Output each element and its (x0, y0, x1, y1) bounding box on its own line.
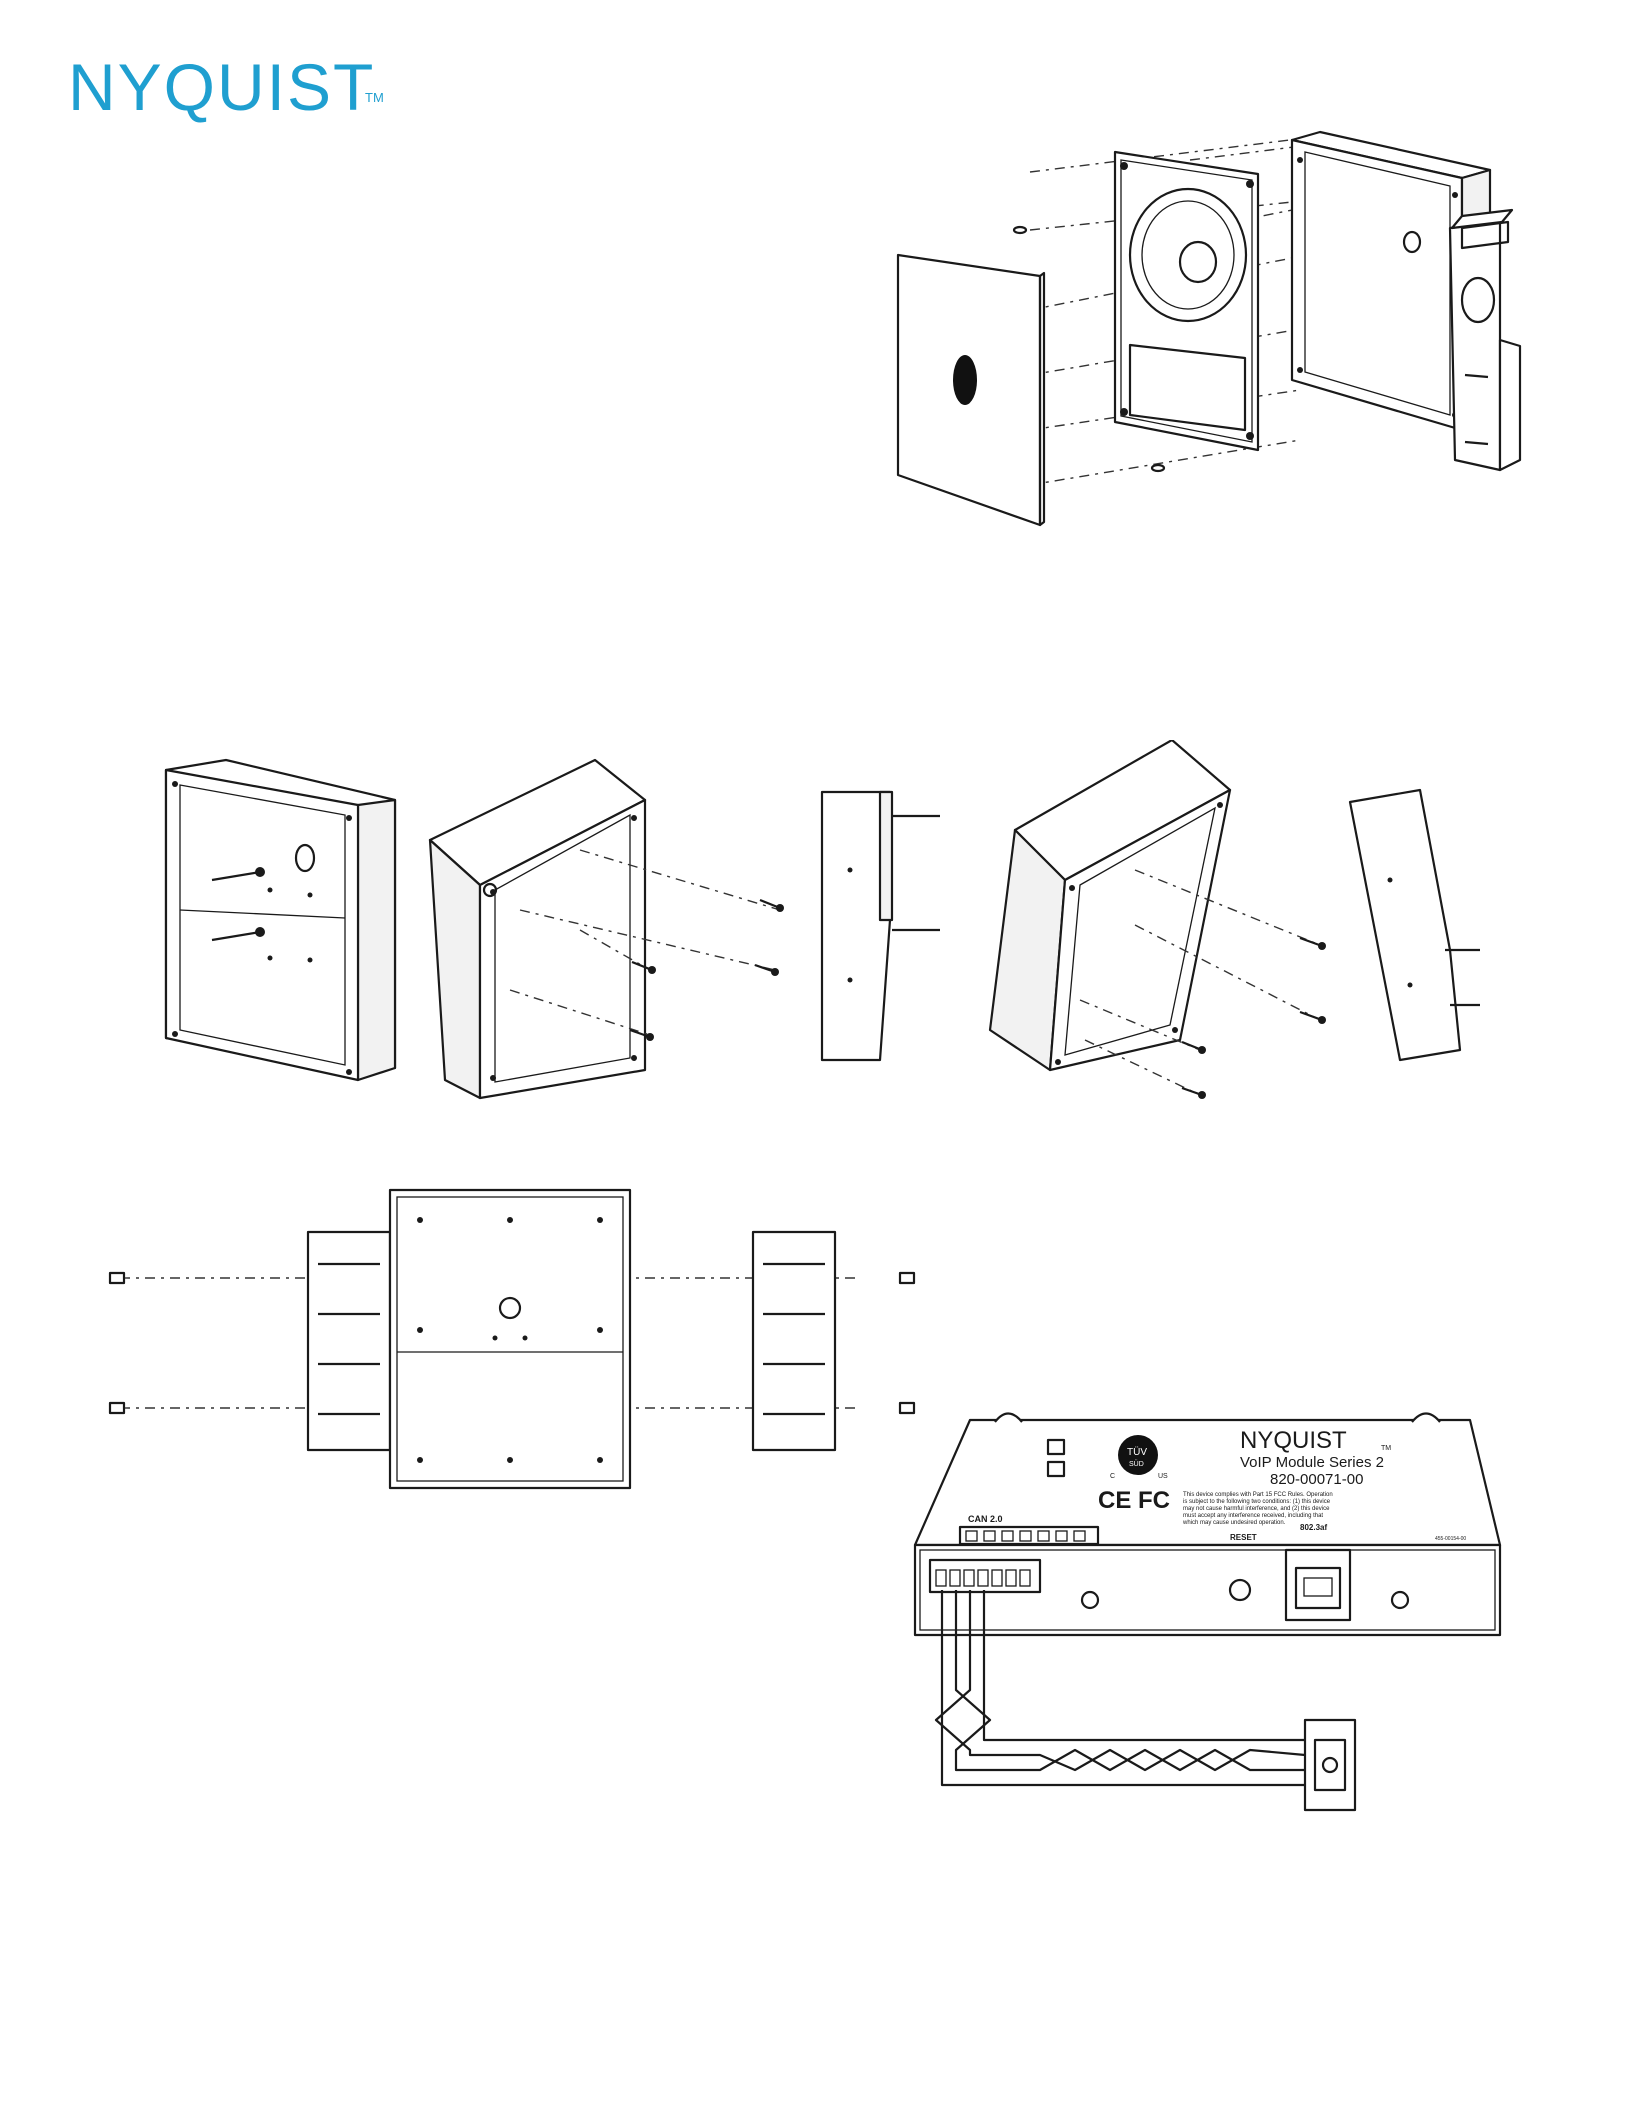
back-box-reverse-view (988, 740, 1326, 1099)
mounting-options-diagram (164, 740, 1480, 1100)
sun-shield-angled-side-view (1348, 788, 1480, 1062)
ethernet-port (1284, 1548, 1352, 1622)
fcc-notice-line-1: This device complies with Part 15 FCC Ru… (1183, 1492, 1333, 1498)
svg-text:TÜV: TÜV (1127, 1446, 1147, 1458)
svg-text:SÜD: SÜD (1129, 1460, 1144, 1468)
poe-label: 802.3af (1300, 1523, 1327, 1532)
screw (108, 1271, 916, 1415)
module-brand: NYQUIST (1240, 1427, 1347, 1454)
svg-text:C: C (1110, 1473, 1115, 1480)
reset-label: RESET (1230, 1533, 1257, 1542)
fcc-notice-line-3: may not cause harmful interference, and … (1183, 1506, 1330, 1512)
back-box-angled-view (428, 758, 784, 1100)
exploded-assembly-diagram (896, 130, 1522, 527)
faceplate (896, 253, 1046, 527)
speaker-baffle (1113, 150, 1260, 452)
module-brand-tm: TM (1381, 1445, 1391, 1452)
module-part-number: 820-00071-00 (1270, 1471, 1363, 1488)
logo-wordmark: NYQUIST (68, 50, 376, 124)
screw (629, 898, 784, 1041)
nyquist-logo: NYQUIST TM (68, 42, 388, 132)
right-bracket (751, 1230, 837, 1452)
screw (1181, 936, 1326, 1099)
sun-shield-side-view (820, 790, 940, 1062)
can-label: CAN 2.0 (968, 1514, 1003, 1524)
back-plate (388, 1188, 632, 1490)
module-small-code: 455-00154-00 (1435, 1536, 1466, 1542)
fcc-notice-line-2: is subject to the following two conditio… (1183, 1499, 1331, 1505)
sun-shield (1448, 208, 1522, 472)
module-product-name: VoIP Module Series 2 (1240, 1454, 1384, 1471)
voip-module: NYQUIST TM VoIP Module Series 2 820-0007… (913, 1412, 1502, 1637)
logo-trademark: TM (365, 90, 384, 105)
mounting-plate-diagram (108, 1188, 916, 1490)
left-bracket (306, 1230, 392, 1452)
screw (211, 867, 265, 942)
ce-fcc-mark: CE FC (1098, 1487, 1170, 1514)
fcc-notice-line-4: must accept any interference received, i… (1183, 1513, 1323, 1519)
voip-module-wiring-diagram: NYQUIST TM VoIP Module Series 2 820-0007… (913, 1412, 1502, 1812)
svg-text:US: US (1158, 1473, 1168, 1480)
call-switch (1303, 1718, 1357, 1812)
screw (1012, 225, 1166, 473)
twisted-pair-wiring (934, 1590, 1306, 1787)
back-box-front-view (164, 758, 397, 1082)
fcc-notice-line-5: which may cause undesired operation. (1182, 1520, 1286, 1526)
tuv-certification-badge: TÜV SÜD C US (1110, 1435, 1168, 1480)
